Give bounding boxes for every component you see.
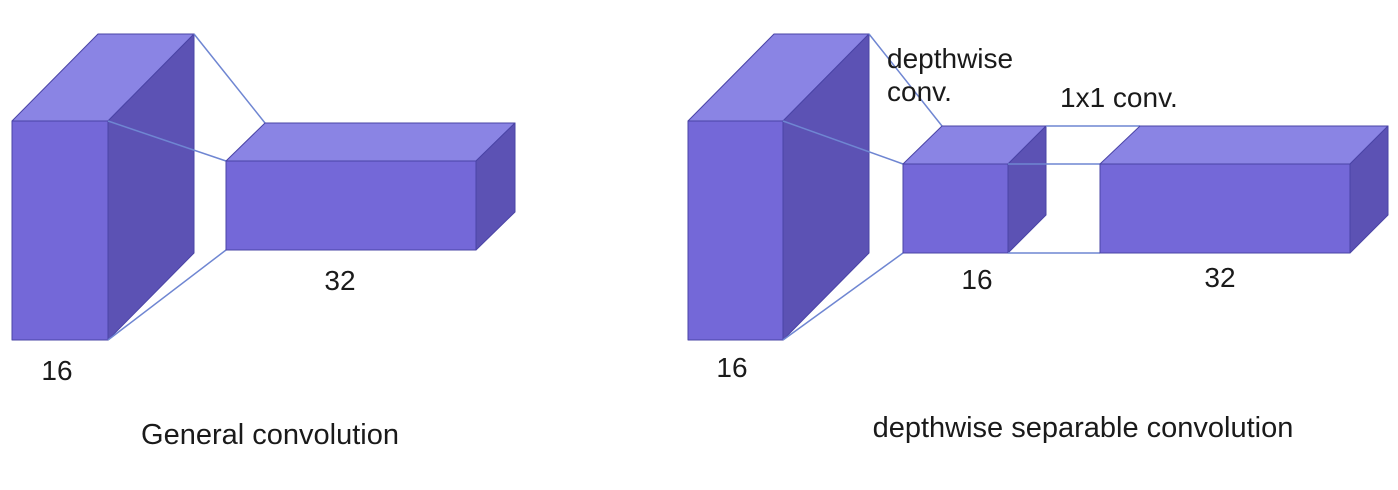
pointwise-conv-label: 1x1 conv.: [1060, 82, 1178, 113]
pointwise-output-block-front: [1099, 163, 1351, 254]
separable-output-channels-label: 32: [1204, 262, 1236, 293]
separable-input-block-front: [687, 120, 784, 341]
general-output-block: [225, 122, 516, 251]
general-connector-lines: [107, 33, 266, 341]
general-output-block-front: [225, 160, 477, 251]
separable-input-block: [687, 33, 870, 341]
connector-line: [868, 33, 943, 127]
general-input-channels-label: 16: [41, 355, 73, 386]
depthwise-conv-label: depthwise conv.: [887, 42, 1013, 108]
general-input-block: [11, 33, 195, 341]
depthwise-conv-label-line1: depthwise: [887, 43, 1014, 74]
connector-line: [782, 252, 904, 341]
general-convolution-caption: General convolution: [141, 419, 399, 451]
depthwise-output-block-front: [902, 163, 1009, 254]
general-input-block-front: [11, 120, 109, 341]
general-output-block-top: [225, 122, 516, 162]
connector-line: [107, 249, 227, 341]
separable-input-channels-label: 16: [716, 352, 748, 383]
pointwise-output-block: [1099, 125, 1389, 254]
connector-line: [193, 33, 266, 124]
depthwise-connector-lines: [782, 33, 943, 341]
depthwise-output-block: [902, 125, 1047, 254]
separable-convolution-caption: depthwise separable convolution: [872, 412, 1294, 444]
depthwise-conv-label-line2: conv.: [887, 76, 952, 107]
depthwise-channels-label: 16: [961, 264, 993, 295]
connector-line: [782, 120, 904, 165]
pointwise-connector-lines: [1008, 125, 1140, 254]
pointwise-output-block-top: [1099, 125, 1389, 165]
connector-line: [107, 120, 227, 162]
general-output-channels-label: 32: [324, 265, 356, 296]
